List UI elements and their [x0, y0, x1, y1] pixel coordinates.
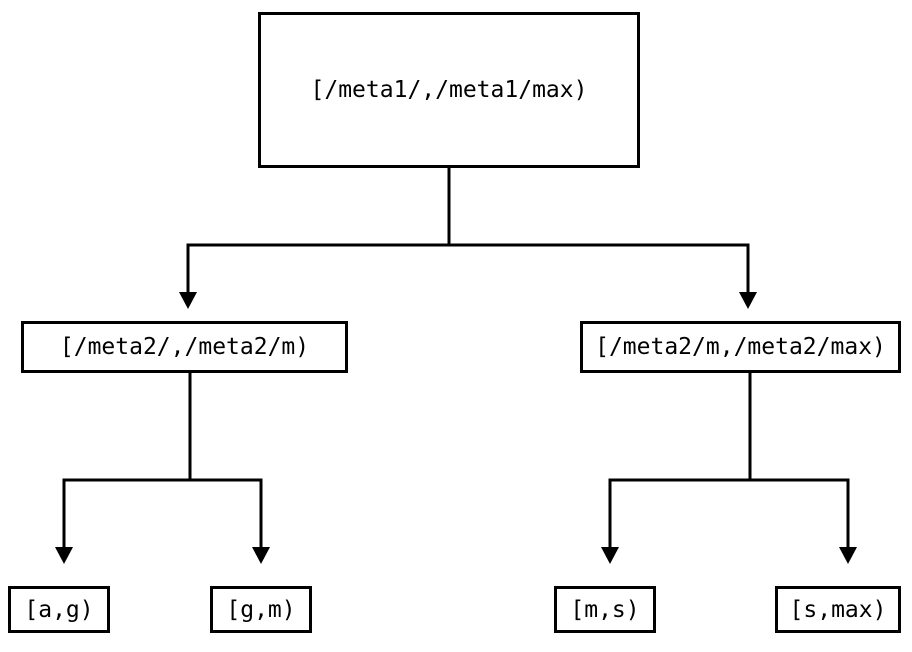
- node-root[interactable]: [/meta1/,/meta1/max): [258, 12, 640, 168]
- node-leaf-m-s[interactable]: [m,s): [554, 586, 656, 633]
- edge-root-mid-left: [179, 168, 451, 309]
- node-leaf-a-g[interactable]: [a,g): [8, 586, 110, 633]
- node-leaf-g-m[interactable]: [g,m): [210, 586, 312, 633]
- node-mid-left[interactable]: [/meta2/,/meta2/m): [21, 321, 348, 373]
- arrowhead-icon: [739, 292, 757, 309]
- arrowhead-icon: [252, 547, 270, 564]
- node-mid-right[interactable]: [/meta2/m,/meta2/max): [580, 321, 901, 373]
- node-leaf-s-max[interactable]: [s,max): [775, 586, 901, 633]
- edge-root-mid-right: [447, 168, 757, 309]
- edge-mid-left-leaf-gm: [188, 373, 270, 564]
- arrowhead-icon: [179, 292, 197, 309]
- edge-mid-left-leaf-ag: [55, 373, 192, 564]
- arrowhead-icon: [55, 547, 73, 564]
- arrowhead-icon: [839, 547, 857, 564]
- edge-mid-right-leaf-ms: [601, 373, 752, 564]
- arrowhead-icon: [601, 547, 619, 564]
- edge-mid-right-leaf-smax: [748, 373, 857, 564]
